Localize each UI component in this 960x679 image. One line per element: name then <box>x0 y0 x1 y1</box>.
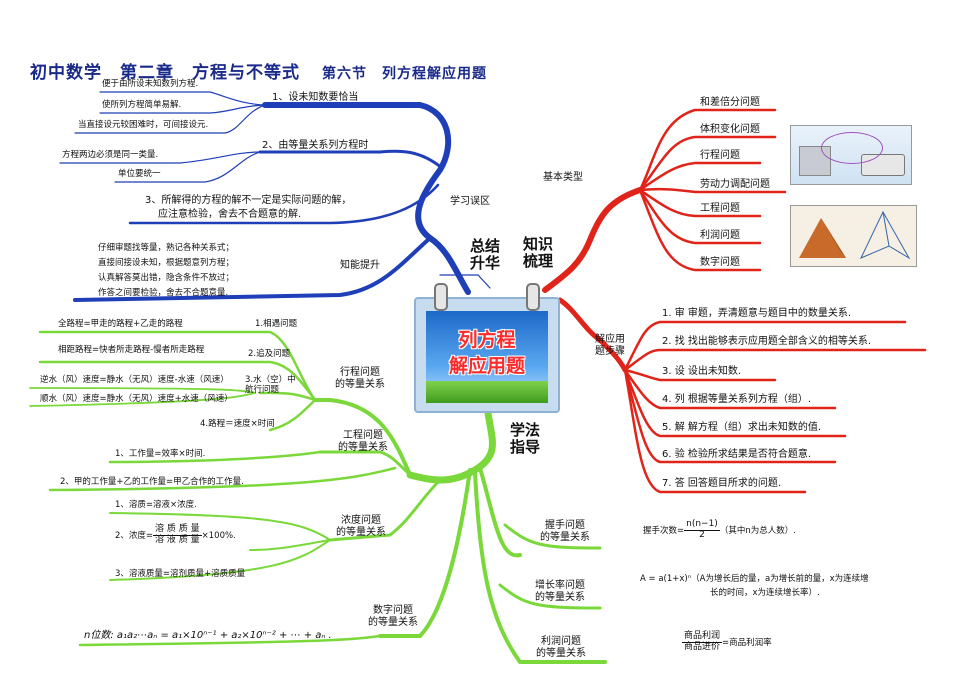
buzhou-label: 解应用 题步骤 <box>595 334 625 357</box>
woshou-suffix: （其中n为总人数）. <box>719 525 796 536</box>
buzhou-step: 2. 找 找出能够表示应用题全部含义的相等关系. <box>662 336 872 347</box>
xuexi-note: 便于由所设未知数列方程. <box>102 79 199 89</box>
branch-label-zongjie: 总结 升华 <box>470 237 501 273</box>
jiben-item: 行程问题 <box>700 150 740 161</box>
buzhou-step: 1. 审 审题，弄清题意与题目中的数量关系. <box>662 308 852 319</box>
jiben-label: 基本类型 <box>543 172 583 183</box>
xuexi-point-2: 2、由等量关系列方程时 <box>262 140 369 151</box>
green-branches <box>29 330 607 664</box>
xuexi-label: 学习误区 <box>450 196 490 207</box>
xingcheng-note: 逆水（风）速度=静水（无风）速度-水速（风速） <box>40 375 229 385</box>
xingcheng-note: 顺水（风）速度=静水（无风）速度+水速（风速） <box>40 394 233 404</box>
jiben-item: 数字问题 <box>700 257 740 268</box>
woshou-formula: 握手次数=n(n−1)2（其中n为总人数）. <box>643 519 796 541</box>
xingcheng-sub: 3.水（空）中 航行问题 <box>245 375 296 395</box>
center-image: 列方程 解应用题 <box>426 311 548 403</box>
branch-label-zhishi: 知识 梳理 <box>523 235 554 271</box>
xingcheng-label: 行程问题 的等量关系 <box>335 367 385 390</box>
xuexi-note: 使所列方程简单易解. <box>102 100 182 110</box>
fraction-denominator: 商品进价 <box>684 641 721 652</box>
lirun-label: 利润问题 的等量关系 <box>536 636 586 659</box>
gongcheng-label: 工程问题 的等量关系 <box>338 430 388 453</box>
page-title: 初中数学 第二章 方程与不等式 第六节 列方程解应用题 <box>30 58 487 83</box>
calendar-panel: 列方程 解应用题 <box>414 297 560 413</box>
pyramid-photo <box>790 205 917 267</box>
blue-branches <box>59 91 491 302</box>
buzhou-step: 3. 设 设出未知数. <box>662 366 742 377</box>
zengzhang-line1: A = a(1+x)ⁿ（A为增长后的量，a为增长前的量，x为连续增 <box>640 574 869 584</box>
buzhou-step: 7. 答 回答题目所求的问题. <box>662 478 782 489</box>
fraction-numerator: n(n−1) <box>684 519 720 531</box>
buzhou-step: 6. 验 检验所求结果是否符合题意. <box>662 449 812 460</box>
zhineng-line: 认真解答莫出错，隐含条件不放过； <box>98 273 235 283</box>
lirun-formula: 商品利润商品进价=商品利润率 <box>682 631 772 653</box>
xuexi-note: 当直接设元较困难时，可间接设元. <box>78 120 209 130</box>
center-title-line2: 解应用题 <box>448 355 525 377</box>
gongcheng-item: 2、甲的工作量+乙的工作量=甲乙合作的工作量. <box>60 477 244 487</box>
fraction-numerator: 溶 质 质 量 <box>153 524 202 536</box>
jiben-item: 和差倍分问题 <box>700 97 760 108</box>
center-node: 列方程 解应用题 <box>414 283 560 413</box>
calendar-ring-icon <box>434 283 448 311</box>
xingcheng-note: 相距路程=快者所走路程-慢者所走路程 <box>58 345 205 355</box>
zengzhang-line2: 长的时间，x为连续增长率）. <box>710 588 820 598</box>
woshou-fraction: n(n−1)2 <box>684 519 720 541</box>
woshou-label: 握手问题 的等量关系 <box>540 520 590 543</box>
buzhou-step: 4. 列 根据等量关系列方程（组）. <box>662 394 812 405</box>
pyramid-icon <box>799 210 911 260</box>
xuexi-note: 方程两边必须是同一类量. <box>62 150 159 160</box>
xingcheng-note: 全路程=甲走的路程+乙走的路程 <box>58 319 183 329</box>
travel-photo <box>790 125 912 185</box>
branch-label-xuefa: 学法 指导 <box>510 421 541 457</box>
shuzi-label: 数字问题 的等量关系 <box>368 605 418 628</box>
nongdu-item: 3、溶液质量=溶剂质量+溶质质量 <box>115 569 246 579</box>
nongdu-item-2-suffix: ×100%. <box>201 530 236 541</box>
zhineng-line: 直接间接设未知，根据题意列方程； <box>98 258 235 268</box>
nongdu-fraction: 溶 质 质 量溶 液 质 量 <box>153 524 202 546</box>
nongdu-item-2: 2、浓度=溶 质 质 量溶 液 质 量×100%. <box>115 524 236 546</box>
buzhou-step: 5. 解 解方程（组）求出未知数的值. <box>662 422 822 433</box>
center-title-line1: 列方程 <box>458 329 516 351</box>
grass-decoration <box>426 381 548 403</box>
xingcheng-sub: 1.相遇问题 <box>255 319 298 329</box>
jiben-item: 劳动力调配问题 <box>700 179 770 190</box>
zhineng-label: 知能提升 <box>340 260 380 271</box>
jiben-item: 工程问题 <box>700 203 740 214</box>
shuzi-formula: n位数: a₁a₂⋯aₙ = a₁×10ⁿ⁻¹ + a₂×10ⁿ⁻² + ⋯ +… <box>84 630 332 641</box>
fraction-denominator: 溶 液 质 量 <box>155 534 200 545</box>
fraction-numerator: 商品利润 <box>682 631 723 643</box>
lirun-fraction: 商品利润商品进价 <box>682 631 723 653</box>
zhineng-line: 仔细审题找等量，熟记各种关系式； <box>98 243 235 253</box>
fraction-denominator: 2 <box>699 529 705 540</box>
red-branches <box>542 108 927 494</box>
xuexi-point-3-line2: 应注意检验，舍去不合题意的解. <box>158 209 302 220</box>
title-main: 初中数学 第二章 方程与不等式 <box>30 63 300 83</box>
title-section: 第六节 列方程解应用题 <box>322 66 487 82</box>
xuexi-point-3-line1: 3、所解得的方程的解不一定是实际问题的解， <box>145 195 352 206</box>
calendar-ring-icon <box>526 283 540 311</box>
xingcheng-sub: 4.路程＝速度×时间 <box>200 419 275 429</box>
gongcheng-item: 1、工作量=效率×时间. <box>115 449 206 459</box>
zhineng-line: 作答之间要检验，舍去不合题意量. <box>98 288 229 298</box>
xuexi-point-1: 1、设未知数要恰当 <box>272 92 359 103</box>
woshou-prefix: 握手次数= <box>643 525 685 536</box>
nongdu-item-2-prefix: 2、浓度= <box>115 530 154 541</box>
jiben-item: 体积变化问题 <box>700 124 760 135</box>
lirun-suffix: =商品利润率 <box>722 637 772 648</box>
xuexi-note: 单位要统一 <box>118 169 161 179</box>
nongdu-label: 浓度问题 的等量关系 <box>336 515 386 538</box>
jiben-item: 利润问题 <box>700 230 740 241</box>
zengzhang-label: 增长率问题 的等量关系 <box>535 580 585 603</box>
route-arc <box>821 132 883 164</box>
nongdu-item: 1、溶质=溶液×浓度. <box>115 500 197 510</box>
xingcheng-sub: 2.追及问题 <box>248 349 291 359</box>
